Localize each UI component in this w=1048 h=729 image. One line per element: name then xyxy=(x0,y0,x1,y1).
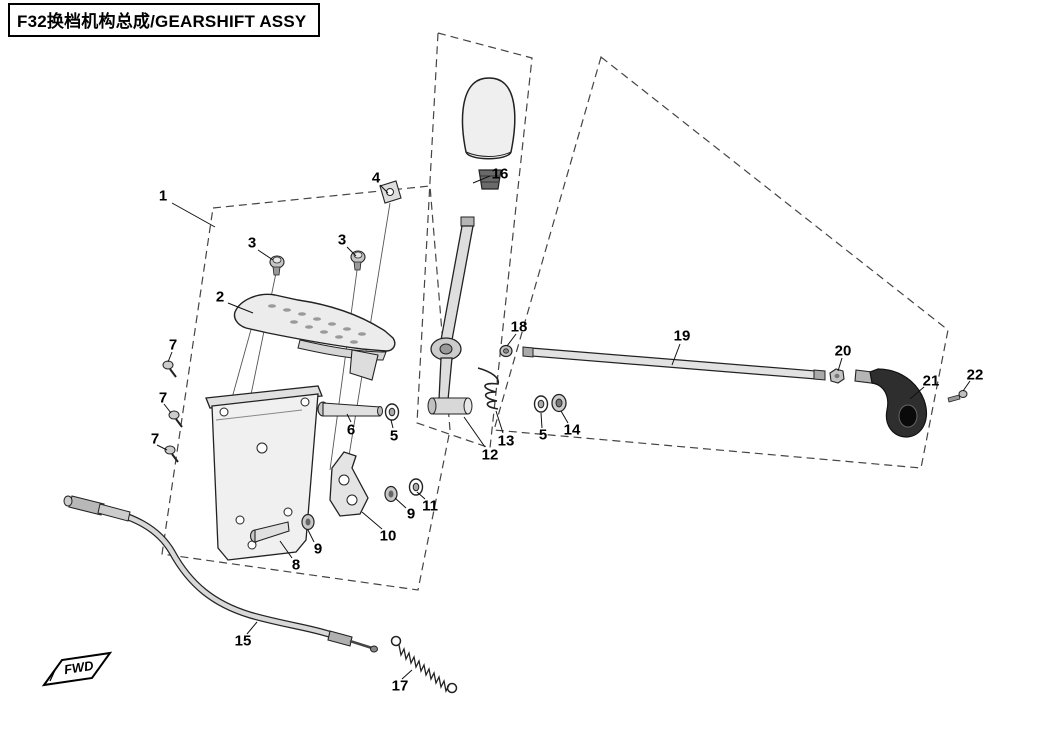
page-title: F32换档机构总成/GEARSHIFT ASSY xyxy=(8,3,321,37)
link-bracket-10 xyxy=(329,451,369,517)
bolt-22 xyxy=(947,390,968,403)
gear-lever-arm xyxy=(854,368,928,438)
leader-lines xyxy=(156,175,971,680)
bracket-plate-4 xyxy=(379,180,402,204)
shift-rod xyxy=(522,346,826,381)
fwd-label: FWD xyxy=(63,658,95,678)
page-title-text: F32换档机构总成/GEARSHIFT ASSY xyxy=(17,12,307,31)
clevis-pin-6 xyxy=(317,401,383,417)
nut-18 xyxy=(499,344,513,358)
nut-20 xyxy=(829,368,845,384)
torsion-spring-13 xyxy=(477,367,500,410)
washer-11 xyxy=(408,478,424,496)
pedal-tread xyxy=(268,304,366,344)
screw-7b xyxy=(168,410,183,428)
screw-7a xyxy=(162,360,177,378)
pivot-bushing-12 xyxy=(427,397,473,415)
screw-7c xyxy=(164,445,179,463)
flange-bolt-3a xyxy=(269,255,285,276)
pin-8 xyxy=(249,521,290,543)
mounting-bracket xyxy=(205,385,323,561)
shift-lever-shaft xyxy=(430,216,475,401)
bushing-9a xyxy=(301,513,315,531)
gear-knob xyxy=(461,77,516,190)
flange-bolt-3b xyxy=(350,250,366,271)
dashed-boundary-left xyxy=(161,185,451,591)
extension-spring-17 xyxy=(390,635,458,694)
fwd-arrow: FWD xyxy=(41,651,113,687)
washer-5a xyxy=(384,403,400,421)
shift-cable xyxy=(63,495,378,653)
pedal-plate xyxy=(233,293,396,381)
washer-5b xyxy=(533,395,549,413)
flanged-nut-14 xyxy=(551,393,567,413)
bushing-9b xyxy=(384,485,398,503)
dashed-boundary-lever xyxy=(416,32,533,449)
